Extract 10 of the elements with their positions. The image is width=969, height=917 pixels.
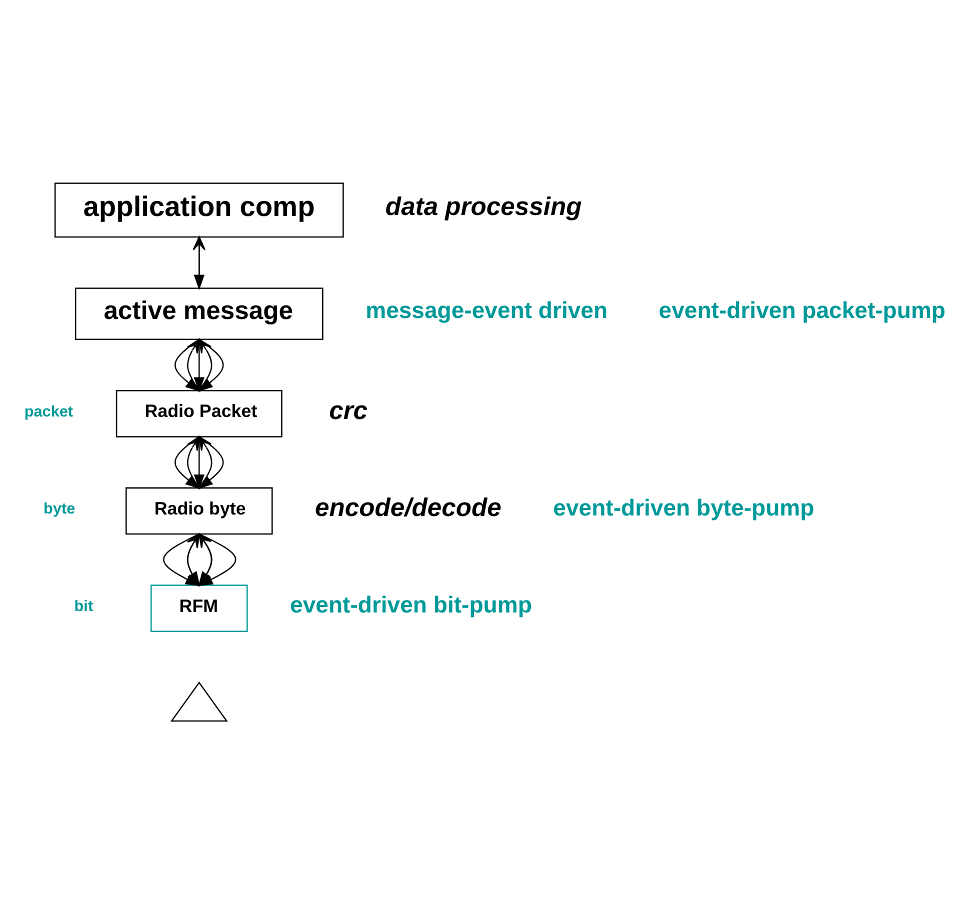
label: packet <box>24 403 73 420</box>
label: event-driven packet-pump <box>658 297 946 324</box>
label: byte <box>43 500 75 518</box>
label: message-event driven <box>365 297 608 324</box>
node-label: data processing <box>384 193 582 222</box>
label: event-driven byte-pump <box>552 494 814 520</box>
node-label: crc <box>328 396 368 425</box>
node-label: encode/decode <box>314 494 501 522</box>
label: event-driven bit-pump <box>290 592 532 618</box>
label: bit <box>74 598 93 615</box>
